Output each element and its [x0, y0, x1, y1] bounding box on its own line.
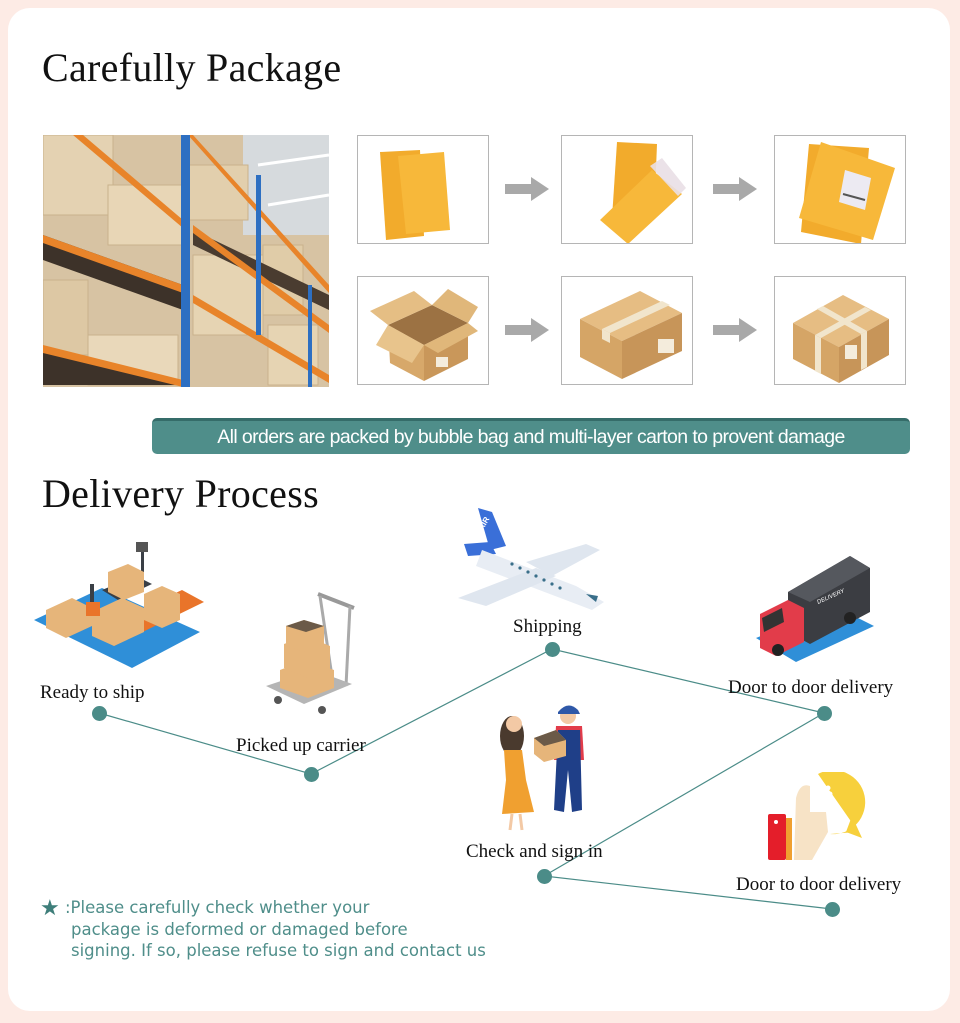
- bubble-bag-sealing-image: [561, 135, 693, 244]
- delivery-truck-icon: DELIVERY: [754, 552, 878, 672]
- warehouse-shelves-photo: [43, 135, 329, 387]
- courier-handover-icon: [494, 700, 598, 840]
- bubble-bags-empty-image: [357, 135, 489, 244]
- note-line-2: package is deformed or damaged before: [71, 920, 408, 939]
- packaging-title: Carefully Package: [42, 45, 342, 90]
- step-ready-to-ship-dot: [92, 706, 107, 721]
- step-shipping-label: Shipping: [513, 616, 582, 637]
- step-door-delivery-dot: [817, 706, 832, 721]
- airplane-icon: AIR: [456, 506, 608, 618]
- note-line-1: Please carefully check whether your: [70, 898, 370, 917]
- step-door-delivery-label: Door to door delivery: [728, 677, 894, 698]
- step-ready-to-ship-label: Ready to ship: [40, 682, 145, 703]
- warehouse-pallets-icon: [32, 540, 207, 670]
- step-door-delivery-final-label: Door to door delivery: [736, 874, 902, 895]
- step-check-sign-dot: [537, 869, 552, 884]
- packaging-banner: All orders are packed by bubble bag and …: [152, 418, 910, 454]
- right-arrow-icon: [713, 177, 757, 201]
- note-colon: :: [64, 898, 71, 917]
- inspection-note: ★ :Please carefully check whether your p…: [40, 897, 486, 961]
- right-arrow-icon: [505, 318, 549, 342]
- star-icon: ★: [40, 896, 60, 921]
- step-check-sign-label: Check and sign in: [466, 841, 603, 862]
- carton-open-image: [357, 276, 489, 385]
- carton-taped-image: [561, 276, 693, 385]
- hand-truck-boxes-icon: [262, 590, 362, 720]
- step-door-delivery-final-dot: [825, 902, 840, 917]
- carton-cross-taped-image: [774, 276, 906, 385]
- step-picked-up-label: Picked up carrier: [236, 735, 366, 756]
- thumbs-up-review-icon: [766, 772, 866, 864]
- note-line-3: signing. If so, please refuse to sign an…: [71, 941, 486, 960]
- delivery-title: Delivery Process: [42, 471, 319, 516]
- right-arrow-icon: [505, 177, 549, 201]
- right-arrow-icon: [713, 318, 757, 342]
- bubble-bag-labeled-image: [774, 135, 906, 244]
- step-shipping-dot: [545, 642, 560, 657]
- step-picked-up-dot: [304, 767, 319, 782]
